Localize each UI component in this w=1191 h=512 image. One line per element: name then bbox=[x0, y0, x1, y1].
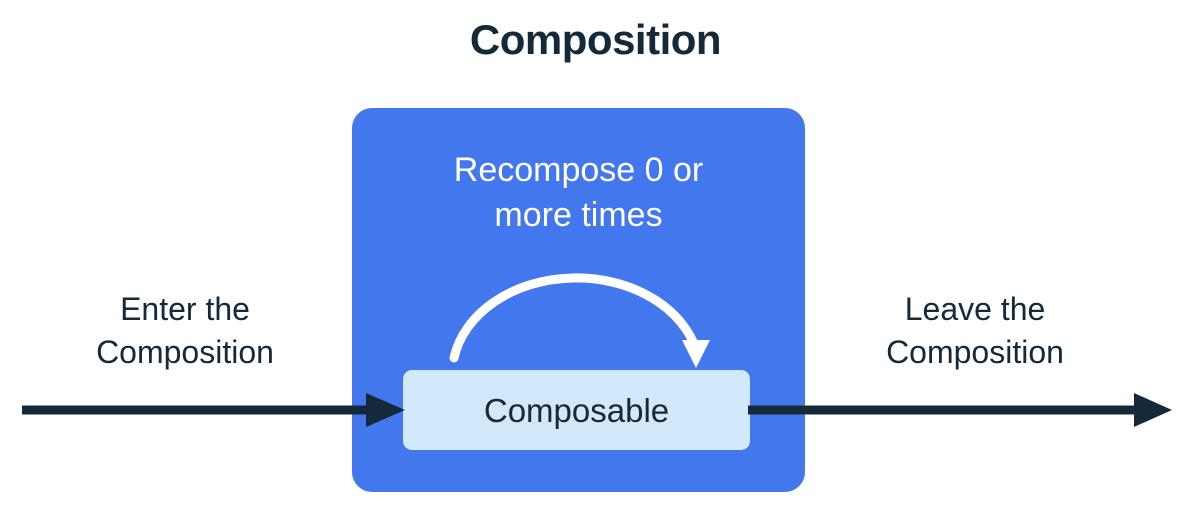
leave-caption-line-2: Composition bbox=[886, 334, 1064, 371]
recompose-caption-line-2: more times bbox=[494, 195, 663, 234]
leave-composition-caption: Leave the Composition bbox=[810, 288, 1140, 374]
leave-caption-line-1: Leave the bbox=[904, 291, 1046, 327]
recompose-caption: Recompose 0 or more times bbox=[352, 148, 805, 238]
leave-arrow-right-icon bbox=[748, 393, 1172, 427]
enter-composition-caption: Enter the Composition bbox=[20, 288, 350, 374]
composable-node: Composable bbox=[403, 370, 750, 450]
enter-arrow-right-icon bbox=[22, 393, 405, 427]
recompose-loop-arrow-icon bbox=[449, 273, 710, 368]
recompose-caption-line-1: Recompose 0 or bbox=[453, 151, 704, 189]
enter-caption-line-2: Composition bbox=[96, 334, 274, 371]
enter-caption-line-1: Enter the bbox=[120, 291, 250, 327]
page-title: Composition bbox=[469, 16, 722, 63]
composable-node-label: Composable bbox=[483, 391, 670, 429]
